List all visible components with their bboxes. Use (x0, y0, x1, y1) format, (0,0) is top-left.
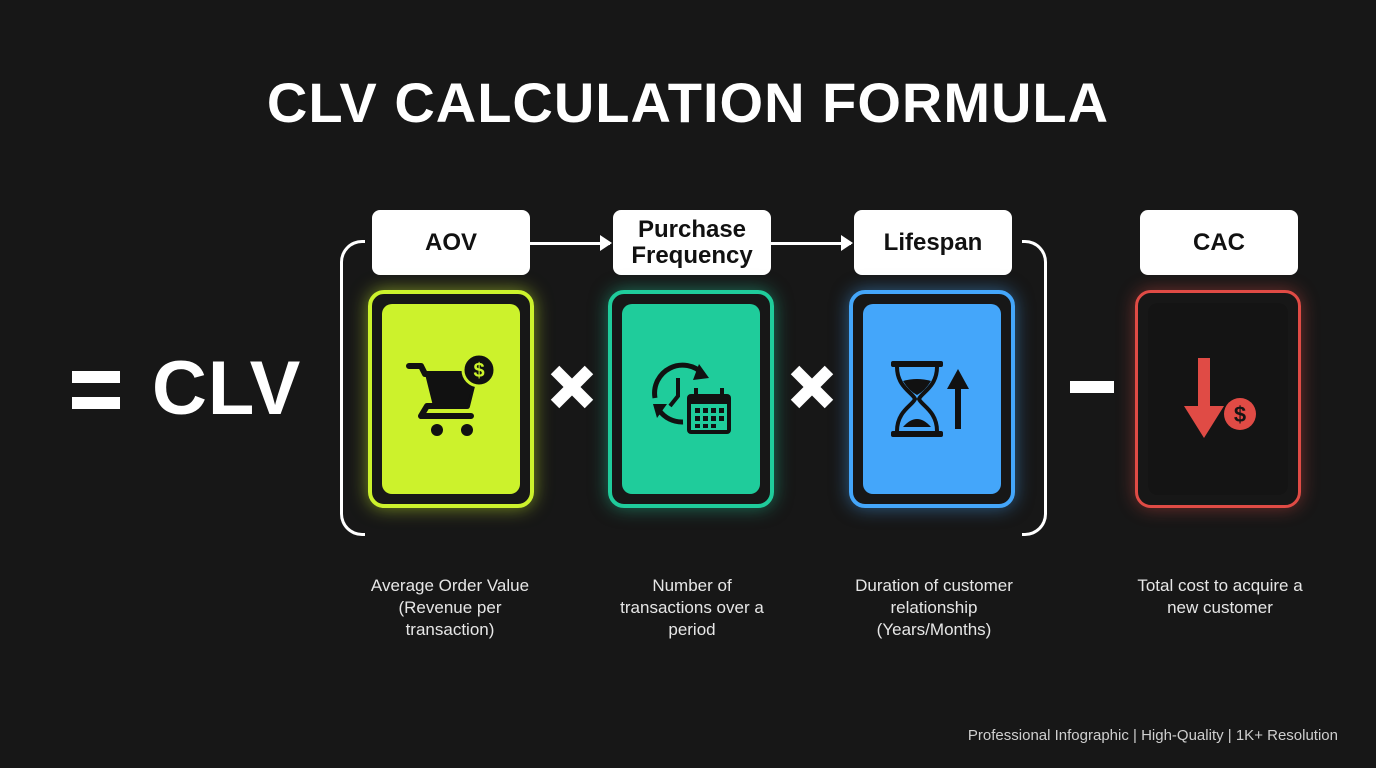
label-purchase-frequency: Purchase Frequency (613, 210, 771, 275)
right-bracket (1022, 240, 1047, 536)
clv-result: CLV (72, 345, 301, 432)
svg-text:$: $ (473, 360, 484, 382)
hourglass-arrow-up-icon (891, 361, 969, 437)
arrow-down-dollar-icon: $ (1184, 358, 1256, 438)
multiply-icon-2 (790, 365, 834, 409)
label-aov: AOV (372, 210, 530, 275)
footer-caption: Professional Infographic | High-Quality … (967, 727, 1338, 744)
minus-sign (1070, 381, 1114, 393)
multiply-icon-1 (550, 365, 594, 409)
description-lifespan: Duration of customer relationship (Years… (855, 576, 1013, 639)
svg-text:$: $ (1234, 402, 1246, 427)
card-aov: $ (368, 290, 534, 508)
label-lifespan: Lifespan (854, 210, 1012, 275)
card-lifespan (849, 290, 1015, 508)
equals-sign (72, 367, 120, 411)
description-purchase-frequency: Number of transactions over a period (620, 576, 764, 639)
card-cac: $ (1135, 290, 1301, 508)
label-cac: CAC (1140, 210, 1298, 275)
description-cac: Total cost to acquire a new customer (1137, 576, 1303, 617)
clv-label: CLV (152, 346, 302, 431)
clock-cycle-calendar-icon (652, 362, 731, 434)
page-title: CLV CALCULATION FORMULA (266, 71, 1110, 134)
shopping-cart-dollar-icon: $ (406, 354, 497, 436)
flow-arrow-2 (771, 235, 853, 251)
card-purchase-frequency (608, 290, 774, 508)
flow-arrow-1 (530, 235, 612, 251)
description-aov: Average Order Value (Revenue per transac… (370, 576, 530, 639)
left-bracket (340, 240, 365, 536)
